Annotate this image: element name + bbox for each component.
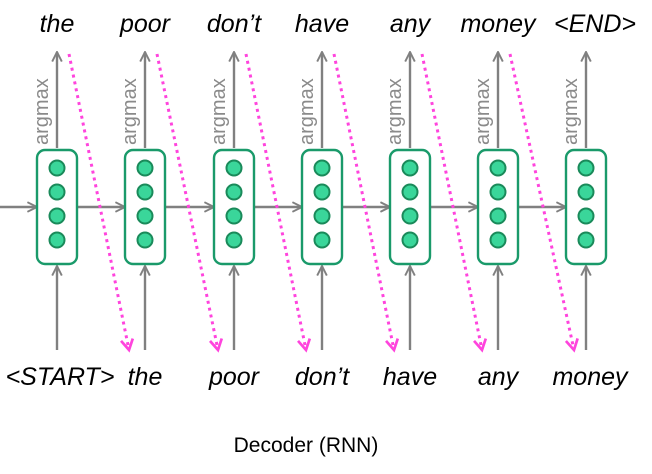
argmax-label-1: argmax — [119, 78, 141, 145]
rnn-node-5-1 — [489, 183, 507, 201]
rnn-node-0-3 — [48, 231, 66, 249]
rnn-node-0-2 — [48, 207, 66, 225]
input-word-1: the — [128, 363, 163, 391]
rnn-node-5-2 — [489, 207, 507, 225]
rnn-cell-4 — [388, 148, 432, 266]
output-word-4: any — [390, 10, 432, 38]
feedback-arrow-3 — [332, 53, 400, 353]
rnn-node-5-3 — [489, 231, 507, 249]
rnn-node-6-0 — [577, 159, 595, 177]
rnn-node-1-3 — [136, 231, 154, 249]
rnn-node-4-3 — [401, 231, 419, 249]
input-word-4: have — [383, 363, 437, 391]
argmax-label-4: argmax — [384, 78, 406, 145]
feedback-arrow-5 — [508, 53, 579, 353]
rnn-node-3-2 — [313, 207, 331, 225]
rnn-node-6-3 — [577, 231, 595, 249]
rnn-node-1-2 — [136, 207, 154, 225]
rnn-node-3-3 — [313, 231, 331, 249]
output-word-5: money — [460, 10, 537, 38]
feedback-arrow-2 — [244, 53, 312, 353]
rnn-cell-3 — [300, 148, 344, 266]
rnn-node-4-1 — [401, 183, 419, 201]
rnn-node-2-1 — [225, 183, 243, 201]
rnn-cell-0 — [35, 148, 79, 266]
rnn-cell-5 — [476, 148, 520, 266]
argmax-label-5: argmax — [472, 78, 494, 145]
argmax-label-3: argmax — [296, 78, 318, 145]
rnn-node-3-1 — [313, 183, 331, 201]
output-word-6: <END> — [554, 10, 636, 38]
input-word-3: don’t — [295, 363, 350, 391]
rnn-node-1-0 — [136, 159, 154, 177]
argmax-label-0: argmax — [31, 78, 53, 145]
output-word-3: have — [295, 10, 349, 38]
feedback-arrow-0 — [67, 53, 135, 353]
rnn-cell-2 — [212, 148, 256, 266]
input-word-0: <START> — [6, 363, 115, 391]
label-layer: argmax argmax argmax argmax argmax argmax argm… — [6, 10, 636, 391]
argmax-label-2: argmax — [208, 78, 230, 145]
arrow-layer — [0, 52, 586, 353]
rnn-cell-6 — [564, 148, 608, 266]
rnn-node-2-0 — [225, 159, 243, 177]
rnn-node-4-2 — [401, 207, 419, 225]
feedback-arrow-1 — [155, 53, 224, 353]
rnn-cell-1 — [123, 148, 167, 266]
rnn-node-3-0 — [313, 159, 331, 177]
output-word-2: don’t — [207, 10, 262, 38]
rnn-node-1-1 — [136, 183, 154, 201]
input-word-2: poor — [208, 363, 261, 391]
rnn-node-2-2 — [225, 207, 243, 225]
output-word-1: poor — [119, 10, 172, 38]
input-word-6: money — [552, 363, 629, 391]
argmax-label-6: argmax — [560, 78, 582, 145]
rnn-node-5-0 — [489, 159, 507, 177]
rnn-node-0-1 — [48, 183, 66, 201]
input-word-5: any — [478, 363, 520, 391]
rnn-node-6-1 — [577, 183, 595, 201]
cell-layer — [35, 148, 608, 266]
rnn-node-4-0 — [401, 159, 419, 177]
rnn-node-2-3 — [225, 231, 243, 249]
output-word-0: the — [40, 10, 75, 38]
rnn-node-0-0 — [48, 159, 66, 177]
diagram-caption: Decoder (RNN) — [234, 434, 379, 457]
feedback-arrow-4 — [420, 53, 488, 353]
rnn-node-6-2 — [577, 207, 595, 225]
